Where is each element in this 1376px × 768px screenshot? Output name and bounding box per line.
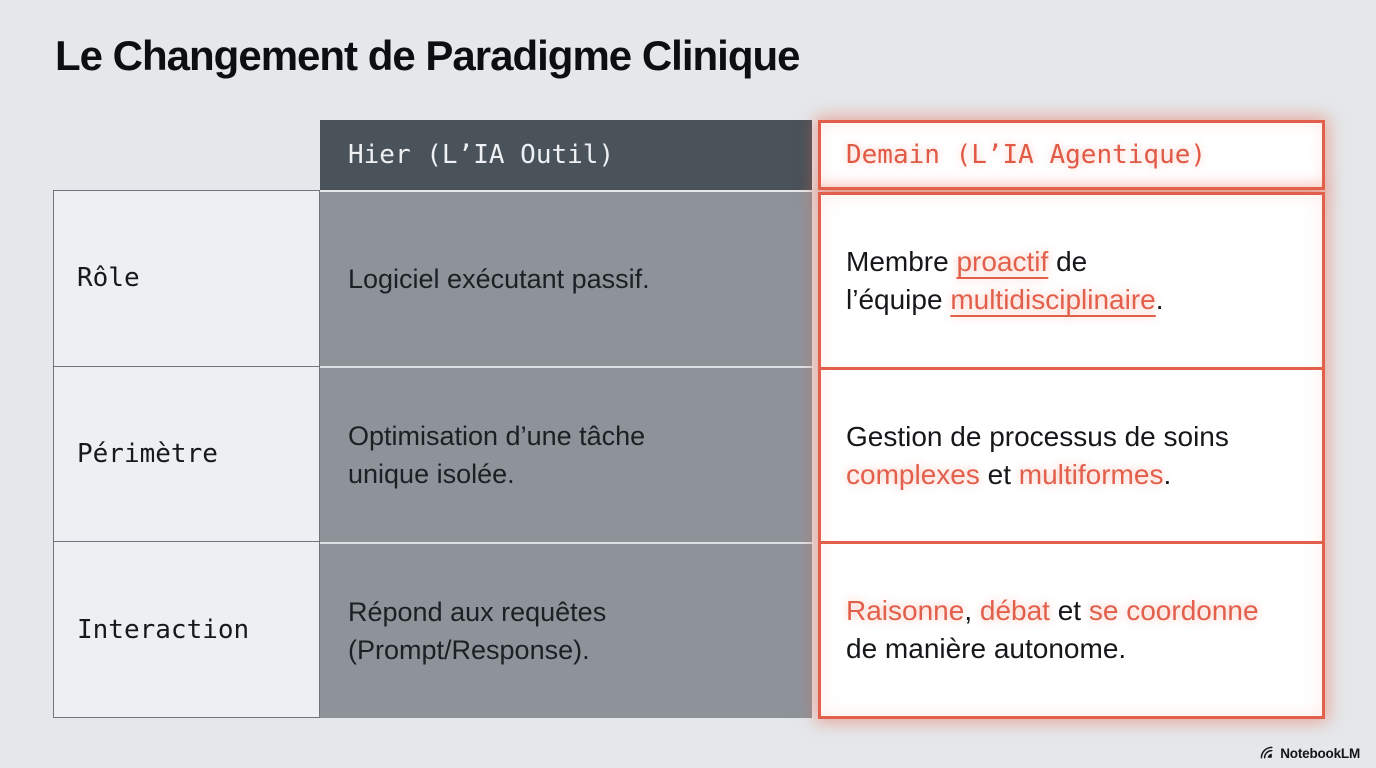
tomorrow-column: Demain (L’IA Agentique) Membre proactif … (818, 120, 1325, 719)
tomorrow-text-perimetre: Gestion de processus de soins complexes … (846, 420, 1229, 490)
row-label-role: Rôle (54, 191, 319, 367)
row-label-perimetre: Périmètre (54, 367, 319, 543)
tomorrow-cell-perimetre: Gestion de processus de soins complexes … (821, 366, 1322, 542)
yesterday-cell-interaction: Répond aux requêtes (Prompt/Response). (320, 544, 812, 718)
tomorrow-column-header: Demain (L’IA Agentique) (818, 120, 1325, 190)
tomorrow-column-body: Membre proactif de l’équipe multidiscipl… (818, 192, 1325, 719)
yesterday-text-role: Logiciel exécutant passif. (348, 264, 650, 294)
yesterday-text-perimetre: Optimisation d’une tâche unique isolée. (348, 421, 646, 489)
tomorrow-text-interaction: Raisonne, débat et se coordonne de maniè… (846, 595, 1259, 665)
yesterday-cell-role: Logiciel exécutant passif. (320, 192, 812, 368)
yesterday-text-interaction: Répond aux requêtes (Prompt/Response). (348, 597, 607, 665)
yesterday-column: Hier (L’IA Outil) Logiciel exécutant pas… (320, 120, 812, 718)
page-title: Le Changement de Paradigme Clinique (55, 32, 800, 79)
yesterday-column-header: Hier (L’IA Outil) (320, 120, 812, 190)
brand-label: NotebookLM (1280, 745, 1360, 761)
notebooklm-icon (1260, 746, 1273, 759)
tomorrow-cell-role: Membre proactif de l’équipe multidiscipl… (821, 195, 1322, 367)
row-label-interaction: Interaction (77, 614, 250, 645)
tomorrow-text-role: Membre proactif de l’équipe multidiscipl… (846, 245, 1164, 315)
footer-brand: NotebookLM (1259, 745, 1360, 761)
row-label-column: Rôle Périmètre Interaction (53, 190, 320, 718)
tomorrow-cell-interaction: Raisonne, débat et se coordonne de maniè… (821, 541, 1322, 716)
yesterday-cell-perimetre: Optimisation d’une tâche unique isolée. (320, 368, 812, 544)
yesterday-column-body: Logiciel exécutant passif. Optimisation … (320, 192, 812, 718)
